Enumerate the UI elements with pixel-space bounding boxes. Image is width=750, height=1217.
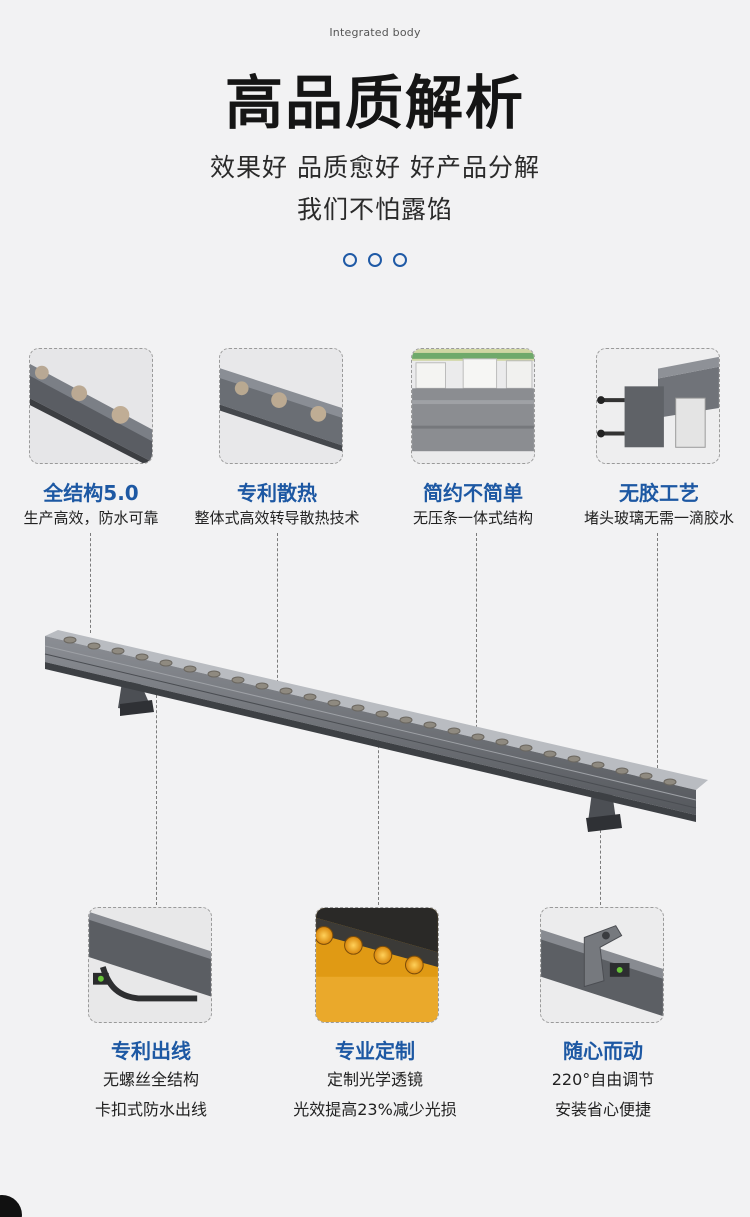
corner-decoration (0, 1195, 22, 1217)
connector-line-1 (90, 533, 91, 633)
subtitle-line-1: 效果好 品质愈好 好产品分解 (210, 153, 540, 182)
feature-desc-optics-2: 光效提高23%减少光损 (293, 1100, 457, 1119)
wall-washer-product-image (0, 600, 750, 850)
connector-line-3 (476, 533, 477, 738)
connector-line-6 (378, 730, 379, 905)
feature-image-heat (219, 348, 343, 464)
connector-line-5 (156, 690, 157, 905)
feature-image-glue-free (596, 348, 720, 464)
connector-line-4 (657, 533, 658, 773)
end-cap-screws-icon (597, 349, 719, 463)
feature-title-outlet: 专利出线 (111, 1039, 191, 1063)
mounting-bracket-icon (541, 908, 663, 1022)
feature-title-heat: 专利散热 (237, 481, 317, 505)
feature-desc-outlet-2: 卡扣式防水出线 (94, 1100, 207, 1119)
feature-image-bracket (540, 907, 664, 1023)
feature-title-simple: 简约不简单 (423, 481, 523, 505)
decorative-dots (0, 253, 750, 267)
page-title: 高品质解析 (224, 69, 525, 137)
cable-outlet-icon (89, 908, 211, 1022)
led-wall-washer-icon (44, 630, 708, 832)
feature-desc-glue-free: 堵头玻璃无需一滴胶水 (583, 509, 734, 527)
eyebrow-text: Integrated body (329, 26, 421, 39)
feature-image-profile (411, 348, 535, 464)
feature-image-optics (315, 907, 439, 1023)
feature-desc-outlet-1: 无螺丝全结构 (102, 1070, 199, 1089)
feature-title-optics: 专业定制 (335, 1039, 415, 1063)
dot-icon (393, 253, 407, 267)
feature-desc-structure: 生产高效，防水可靠 (23, 509, 159, 527)
feature-image-structure (29, 348, 153, 464)
led-bar-closeup-icon (30, 349, 152, 463)
feature-desc-adjust-1: 220°自由调节 (551, 1070, 655, 1089)
feature-title-adjust: 随心而动 (563, 1039, 643, 1063)
feature-desc-adjust-2: 安装省心便捷 (554, 1100, 651, 1119)
feature-desc-simple: 无压条一体式结构 (412, 509, 533, 527)
feature-title-glue-free: 无胶工艺 (619, 481, 699, 505)
heat-sink-closeup-icon (220, 349, 342, 463)
lit-lenses-icon (316, 908, 438, 1022)
dot-icon (343, 253, 357, 267)
subtitle-line-2: 我们不怕露馅 (296, 195, 453, 224)
feature-desc-heat: 整体式高效转导散热技术 (194, 509, 360, 527)
connector-line-7 (600, 830, 601, 905)
feature-title-structure: 全结构5.0 (43, 481, 139, 505)
connector-line-2 (277, 533, 278, 688)
feature-image-outlet (88, 907, 212, 1023)
feature-desc-optics-1: 定制光学透镜 (326, 1070, 423, 1089)
dot-icon (368, 253, 382, 267)
profile-cross-section-icon (412, 349, 534, 463)
